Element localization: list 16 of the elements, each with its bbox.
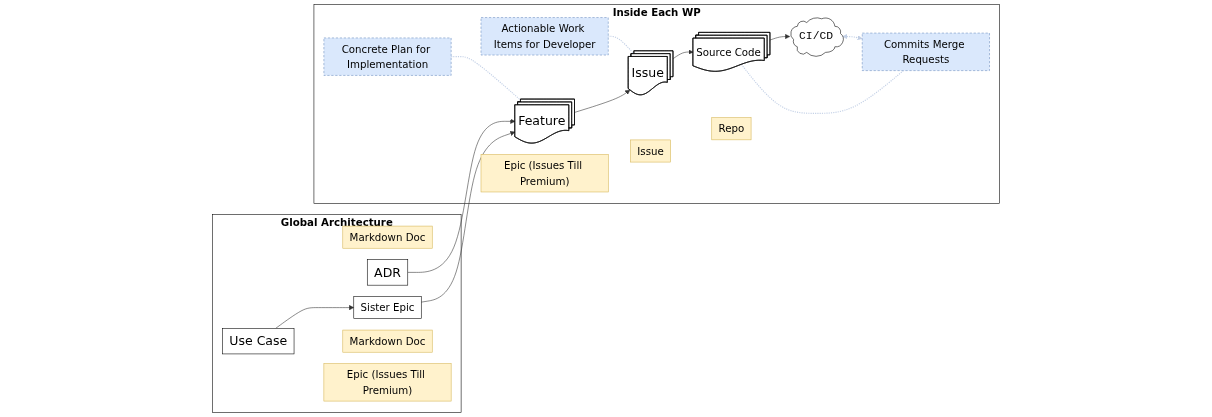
connector bbox=[607, 35, 635, 55]
connector bbox=[450, 56, 522, 101]
node-box: ADR bbox=[367, 259, 409, 286]
arrow bbox=[842, 34, 863, 41]
node-box: Markdown Doc bbox=[342, 329, 433, 353]
node-box: Concrete Plan for Implementation bbox=[323, 37, 452, 76]
node-box: Epic (Issues Till Premium) bbox=[323, 363, 452, 402]
node-box: Actionable Work Items for Developer bbox=[480, 17, 609, 56]
node-box: Markdown Doc bbox=[342, 225, 433, 249]
connector bbox=[740, 64, 904, 114]
node-box: Repo bbox=[711, 117, 752, 141]
node-box: Issue bbox=[630, 139, 671, 163]
node-box: Commits Merge Requests bbox=[861, 32, 990, 71]
node-box: Use Case bbox=[222, 328, 295, 355]
node-box: Sister Epic bbox=[353, 296, 422, 319]
node-box: Epic (Issues Till Premium) bbox=[480, 154, 609, 193]
